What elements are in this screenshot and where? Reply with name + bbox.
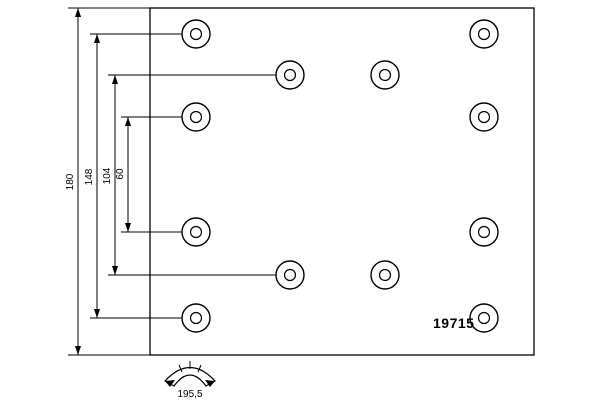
rivet-hole-inner [283, 68, 297, 82]
rivet-hole [469, 102, 499, 132]
rivet-hole-inner [189, 311, 203, 325]
arrowhead-bottom [112, 266, 118, 275]
arc-width-label: 195,5 [177, 389, 202, 400]
rivet-hole-inner [189, 110, 203, 124]
rivet-hole [370, 60, 400, 90]
dimension-middle-hole-spacing: 104 [102, 74, 277, 276]
arrowhead-bottom [75, 346, 81, 355]
dimension-overall-height: 180 [65, 7, 150, 356]
arc-width-symbol: 195,5 [164, 361, 216, 400]
rivet-hole-inner [378, 68, 392, 82]
lining-plate [149, 7, 535, 356]
rivet-hole [469, 303, 499, 333]
dimension-label-overall-height: 180 [65, 173, 76, 190]
rivet-hole-inner [477, 110, 491, 124]
dimension-label-inner-hole-spacing: 60 [115, 168, 126, 180]
arrowhead-right [205, 380, 215, 387]
rivet-hole-inner [378, 268, 392, 282]
rivet-hole [275, 260, 305, 290]
hatch-line [197, 364, 202, 373]
lining-outline [149, 7, 535, 356]
rivet-hole [370, 260, 400, 290]
arrowhead-top [75, 8, 81, 17]
rivet-hole [181, 19, 211, 49]
arrowhead-bottom [94, 309, 100, 318]
arrowhead-left [165, 380, 175, 387]
rivet-hole-inner [477, 27, 491, 41]
arrowhead-top [125, 117, 131, 126]
hatch-line [178, 364, 183, 373]
dimension-label-middle-hole-spacing: 104 [102, 167, 113, 184]
part-number: 19715 [433, 315, 474, 331]
dimension-label-outer-hole-spacing: 148 [84, 168, 95, 185]
rivet-hole [469, 19, 499, 49]
arrowhead-top [112, 75, 118, 84]
arrowhead-bottom [125, 223, 131, 232]
rivet-hole [181, 102, 211, 132]
rivet-hole-inner [283, 268, 297, 282]
dimension-inner-hole-spacing: 60 [115, 116, 183, 233]
rivet-hole [181, 303, 211, 333]
rivet-hole-inner [189, 27, 203, 41]
rivet-hole-inner [189, 225, 203, 239]
arrowhead-top [94, 34, 100, 43]
rivet-hole [275, 60, 305, 90]
rivet-hole-inner [477, 225, 491, 239]
holes-layer [181, 19, 499, 333]
dimension-outer-hole-spacing: 148 [84, 33, 183, 319]
rivet-hole [469, 217, 499, 247]
rivet-hole-inner [477, 311, 491, 325]
rivet-hole [181, 217, 211, 247]
